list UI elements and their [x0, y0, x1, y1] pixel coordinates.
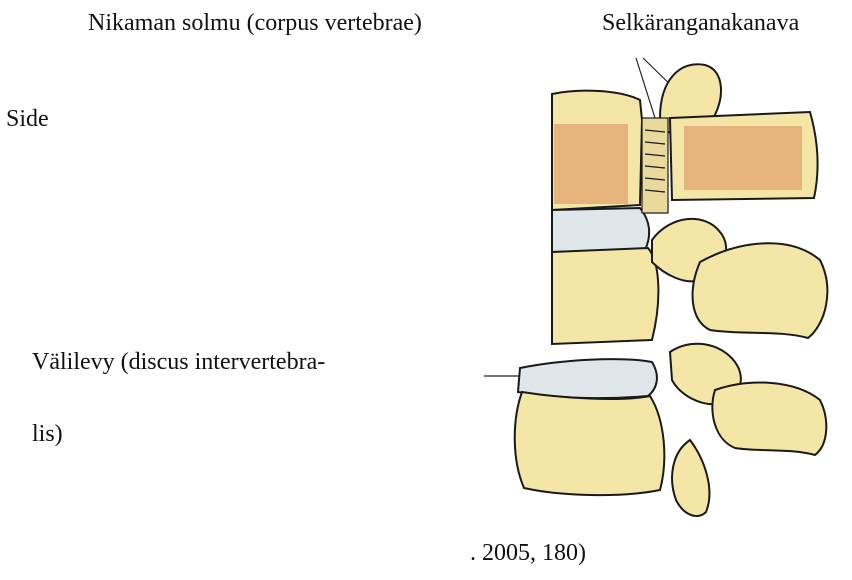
right-vertebral-section — [670, 112, 817, 200]
upper-body-marrow — [554, 124, 628, 204]
upper-disc — [552, 208, 649, 252]
lower-disc — [518, 359, 657, 398]
upper-vertebral-body — [552, 91, 642, 210]
pedicle-ligament — [642, 118, 668, 213]
right-section-marrow — [684, 126, 802, 190]
